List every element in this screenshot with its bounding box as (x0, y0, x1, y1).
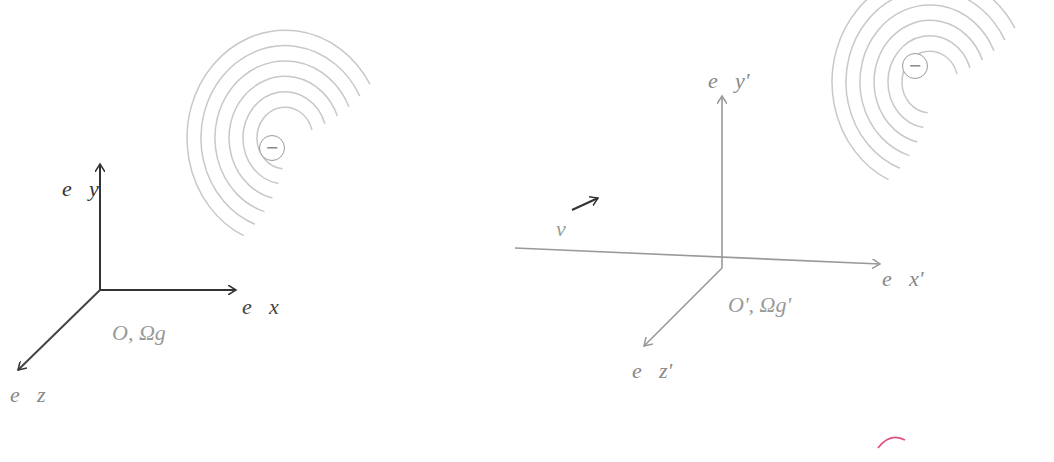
wave-arc (874, 20, 982, 142)
axis-label: e⃗y (62, 178, 99, 200)
wave-arc (846, 0, 1005, 168)
electron-circle: − (902, 53, 928, 79)
wave-arc (902, 51, 957, 112)
wave-arc (215, 61, 349, 212)
wave-arc (860, 5, 994, 156)
pen-mark (878, 437, 905, 448)
charge-sign: − (908, 58, 921, 74)
electron-circle: − (259, 135, 285, 161)
axis-label: e⃗y' (708, 70, 749, 92)
axis-label: e⃗x' (882, 268, 923, 290)
axis-label: e⃗z (10, 384, 45, 406)
frame-label: O, Ωg (112, 322, 166, 344)
frame-label: O', Ωg' (728, 294, 791, 316)
axis-label: e⃗x (242, 296, 279, 318)
axis-label: e⃗z' (632, 360, 672, 382)
wave-arc (201, 46, 360, 225)
y-axis (721, 96, 723, 268)
x-axis (100, 289, 236, 291)
charge-sign: − (265, 140, 278, 156)
wave-arc (243, 92, 325, 184)
wave-arc (888, 36, 970, 128)
y-axis (99, 164, 101, 290)
wave-arc (832, 0, 1015, 180)
velocity-arrow (572, 198, 598, 210)
velocity-label: v⃗ (556, 218, 583, 240)
z-axis (644, 268, 722, 346)
wave-arc (229, 76, 337, 198)
z-axis (18, 290, 100, 370)
wave-arc (187, 30, 370, 235)
wave-field (187, 0, 1015, 236)
x-axis (515, 248, 880, 264)
wave-arc (257, 107, 312, 168)
